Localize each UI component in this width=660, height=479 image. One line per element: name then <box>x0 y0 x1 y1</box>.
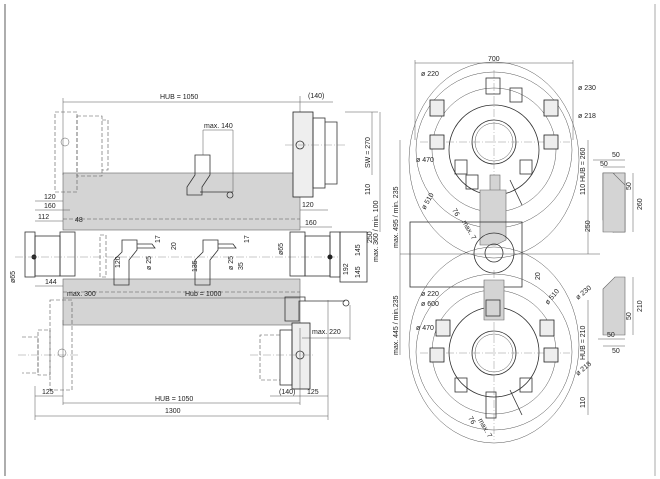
dim-sw-270: SW = 270 <box>365 137 372 168</box>
dim-dia230-lower: ø 230 <box>575 285 593 302</box>
dim-135-tool2: 135 <box>192 260 199 272</box>
turret-bottom-right <box>250 296 350 390</box>
dim-700: 700 <box>488 56 500 63</box>
turret-top-right <box>285 111 345 198</box>
dim-dia25-tool1: ø 25 <box>146 256 153 270</box>
dim-hub-1050-bottom: HUB = 1050 <box>155 396 193 403</box>
turret-top-left <box>54 111 109 193</box>
tool-holder-2: 17 135 ø 25 35 <box>192 235 251 286</box>
dim-144: 144 <box>45 279 57 286</box>
dim-48-left: 48 <box>75 217 83 224</box>
dim-hub-1000: Hub = 1000 <box>185 291 221 298</box>
dim-hub-210: HUB = 210 <box>580 325 587 360</box>
dim-hub-260: HUB = 260 <box>580 147 587 182</box>
dim-250-front: 250 <box>585 220 592 232</box>
stroke-band-upper <box>62 172 301 231</box>
dim-dia510-lower: ø 510 <box>544 288 561 306</box>
dim-dia220-upper: ø 220 <box>421 71 439 78</box>
dim-max-300: max. 300 <box>67 291 96 298</box>
dim-125-left: 125 <box>42 389 54 396</box>
dim-125-right: 125 <box>307 389 319 396</box>
front-view: 700 ø 220 ø 230 ø 218 ø 470 <box>393 56 600 444</box>
profile-upper-top-50b: 50 <box>600 161 608 168</box>
dim-dia600-lower: ø 600 <box>421 301 439 308</box>
profile-upper-height-260: 260 <box>637 198 644 210</box>
dim-20-upper: 20 <box>535 272 542 280</box>
dim-dia65-right: ø65 <box>278 243 285 255</box>
turret-bottom-left <box>18 299 80 391</box>
dim-hub-1050-top: HUB = 1050 <box>160 94 198 101</box>
dim-offset-140-bottom: (140) <box>279 389 295 396</box>
dim-offset-140-top: (140) <box>308 93 324 100</box>
dim-110-top: 110 <box>365 184 372 195</box>
dim-17-tool1: 17 <box>155 235 162 243</box>
tool-holder-1: 17 20 120 ø 25 <box>113 235 178 286</box>
chuck-left <box>15 231 340 278</box>
dim-76-upper: 76 <box>450 208 460 218</box>
profile-lower: 210 50 50 50 <box>598 276 644 355</box>
dim-max-220: max. 220 <box>312 329 341 336</box>
dim-dia470-upper: ø 470 <box>416 157 434 164</box>
dim-dia230-upper: ø 230 <box>578 85 596 92</box>
dim-dia510-upper: ø 510 <box>421 192 436 211</box>
dim-145-a: 145 <box>355 244 362 256</box>
stroke-band-lower <box>62 278 301 326</box>
dim-dia65-left: ø65 <box>10 271 17 283</box>
dim-dia25-tool2: ø 25 <box>228 256 235 270</box>
dim-max-140: max. 140 <box>204 123 233 130</box>
center-housing <box>409 221 523 288</box>
tool-holder-top: max. 140 <box>186 123 234 199</box>
dim-20-tool1: 20 <box>171 242 178 250</box>
dim-dia218-upper: ø 218 <box>578 113 596 120</box>
dim-max-445-min-235: max. 445 / min.235 <box>393 295 400 355</box>
dim-76-lower: 76 <box>466 416 476 426</box>
dim-max7-upper: max. 7 <box>460 220 477 242</box>
profile-lower-bottom-50a: 50 <box>607 332 615 339</box>
profile-lower-bottom-50b: 50 <box>612 348 620 355</box>
dim-110-upper: 110 <box>580 184 587 195</box>
dim-112-left: 112 <box>38 214 49 221</box>
dim-35-tool2: 35 <box>238 262 245 270</box>
dim-17-tool2: 17 <box>244 235 251 243</box>
turret-lower <box>408 246 580 444</box>
dim-max-495-min-235: max. 495 / min. 235 <box>393 186 400 248</box>
dim-160-left: 160 <box>44 203 56 210</box>
dim-120-tool1: 120 <box>115 256 122 268</box>
chuck-right <box>289 231 341 278</box>
dim-1300: 1300 <box>165 408 181 415</box>
dim-160-right: 160 <box>305 220 317 227</box>
profile-lower-height-210: 210 <box>637 300 644 312</box>
dim-110-lower: 110 <box>580 397 587 408</box>
dim-120-right: 120 <box>302 202 314 209</box>
dim-192: 192 <box>343 263 350 275</box>
profile-lower-side-50: 50 <box>626 312 633 320</box>
dim-max-360-min-100: max. 360 / min. 100 <box>373 200 380 262</box>
profile-upper-side-50: 50 <box>626 182 633 190</box>
dim-120-left: 120 <box>44 194 56 201</box>
profile-upper-top-50a: 50 <box>612 152 620 159</box>
side-view: HUB = 1050 (140) max. 140 <box>10 93 381 420</box>
motor-box <box>339 231 368 283</box>
dim-dia470-lower: ø 470 <box>416 325 434 332</box>
profile-upper: 50 50 50 260 <box>593 152 644 233</box>
turret-upper <box>408 61 580 259</box>
dim-250-side: 250 <box>367 231 374 243</box>
dim-dia220-lower: ø 220 <box>421 291 439 298</box>
dim-145-b: 145 <box>355 266 362 278</box>
